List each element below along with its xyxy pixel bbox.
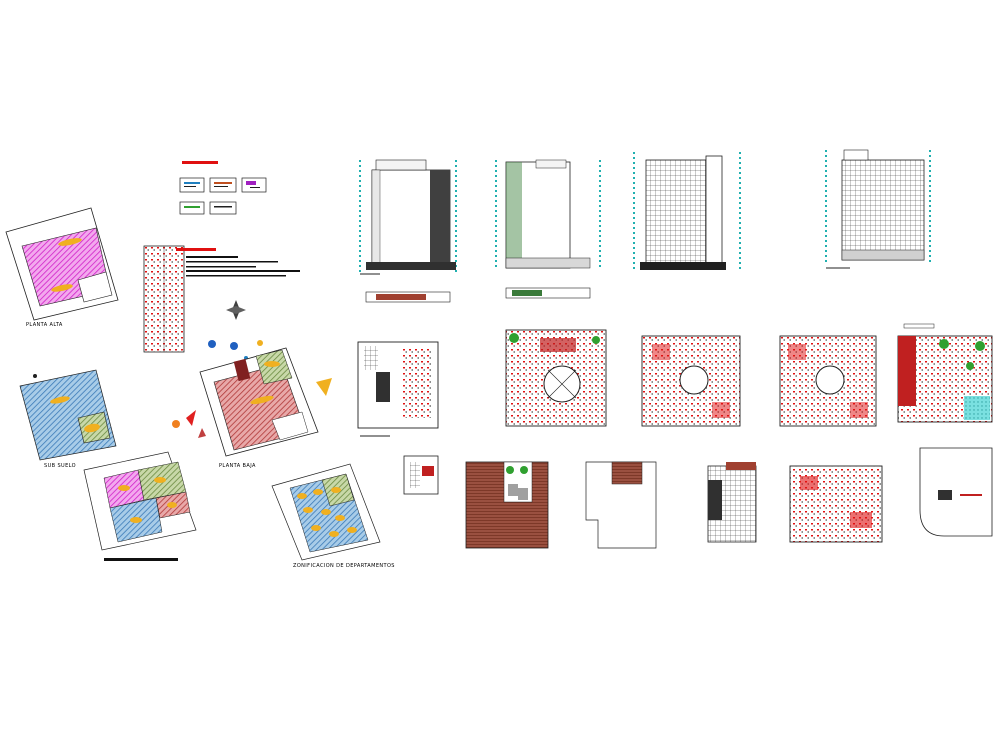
scale-bar [104, 558, 178, 561]
parking-strip-plan [143, 245, 300, 353]
detail-elevation [707, 462, 757, 543]
legend [179, 161, 267, 215]
building-section-2 [825, 149, 931, 269]
floor-plan-typical-2 [779, 335, 877, 427]
label-planta-baja: PLANTA BAJA [219, 463, 256, 469]
parking-basement-plan [919, 447, 993, 537]
viewpoint-icon [172, 378, 332, 438]
label-zonificacion: ZONIFICACION DE DEPARTAMENTOS [293, 563, 395, 569]
planta-alta-zoning [5, 207, 119, 321]
building-section-1 [633, 152, 741, 270]
elevation-2-section [505, 287, 591, 299]
stair-detail [403, 455, 439, 495]
roof-plan-wood [465, 461, 549, 549]
compass-rose-icon [226, 300, 246, 320]
label-planta-alta: PLANTA ALTA [26, 322, 63, 328]
sub-suelo-zoning [19, 369, 117, 461]
elevation-2 [495, 159, 601, 270]
floor-plan-parking [357, 341, 439, 437]
floor-plan-typical-1 [641, 335, 741, 427]
floor-plan-ground [505, 329, 607, 427]
site-outline-plan [585, 461, 657, 549]
floor-plan-landscape [897, 323, 993, 423]
departments-zoning-2 [271, 463, 381, 561]
elevation-1 [359, 159, 457, 275]
planta-baja-zoning [199, 347, 319, 457]
label-sub-suelo: SUB SUELO [44, 463, 76, 469]
floor-plan-upper [789, 465, 883, 543]
departments-zoning-1 [83, 451, 197, 551]
